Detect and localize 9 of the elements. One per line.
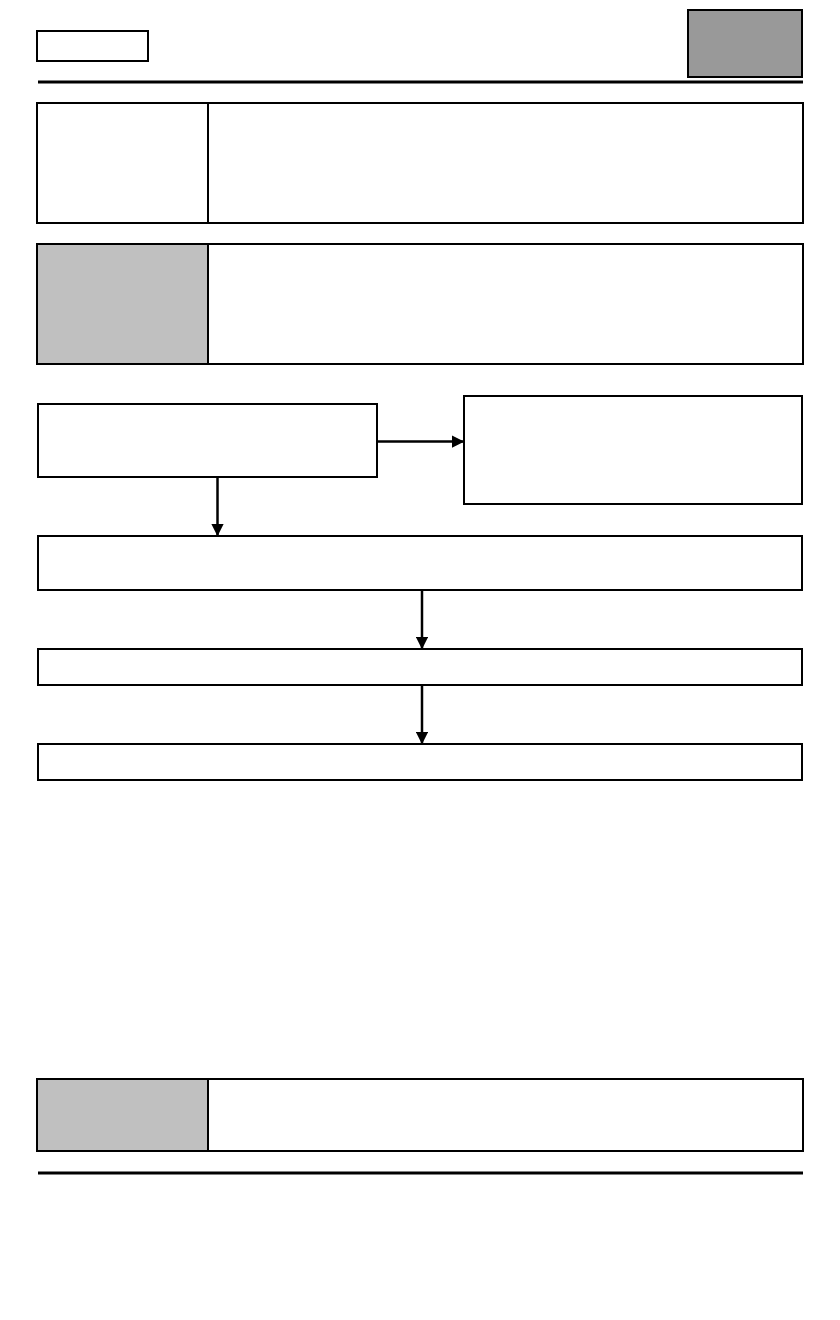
arrow [378,435,465,448]
arrow [415,686,429,745]
process-box [37,535,803,591]
process-box [37,743,803,781]
process-box [37,403,378,478]
process-box [463,395,803,505]
arrow [211,478,224,537]
arrow [415,591,429,650]
process-box [37,648,803,686]
